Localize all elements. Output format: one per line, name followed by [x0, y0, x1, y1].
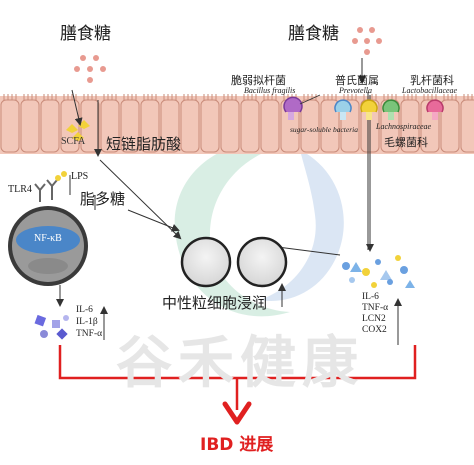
- lps-molecule-icon: [55, 171, 67, 181]
- sugar-soluble-label: sugar-soluble bacteria: [290, 125, 358, 134]
- bacteria-latin-2: Lactobacillaceae: [402, 86, 458, 95]
- bacteria-label-0: 脆弱拟杆菌: [231, 74, 286, 87]
- left-cytokine-molecules: [34, 314, 69, 340]
- left-sugar-dots: [74, 55, 106, 83]
- bacillus-pointer: [299, 94, 321, 105]
- bacteria-label-2: 乳杆菌科: [410, 74, 454, 87]
- bacteria-latin-0: Bacillus fragilis: [244, 86, 296, 95]
- epithelial-cell: [440, 99, 460, 153]
- epithelial-cell: [460, 99, 474, 153]
- diet-to-scfa-arrow: [71, 89, 83, 126]
- scfa-text: 短链脂肪酸: [106, 135, 182, 153]
- epithelial-cell: [180, 99, 200, 153]
- lachno-zh: 毛螺菌科: [384, 136, 428, 149]
- right-sugar-dots: [352, 27, 382, 55]
- right-cytokine-1: TNF-α: [362, 303, 389, 313]
- ibd-arrowhead: [222, 401, 252, 425]
- right-cytokine-2: LCN2: [362, 314, 386, 324]
- left-cytokine-2: TNF-α: [76, 329, 103, 339]
- tlr4-label: TLR4: [8, 184, 32, 195]
- prevotella-icon: [334, 99, 352, 120]
- neutrophil-label: 中性粒细胞浸润: [162, 294, 268, 312]
- bacteroides-fragilis-icon: [283, 96, 303, 120]
- scfa-molecules: [66, 120, 90, 141]
- intestinal-epithelium: [0, 94, 474, 154]
- right-diet-label: 膳食糖: [288, 24, 339, 44]
- epithelial-cell: [40, 99, 60, 153]
- scfa-label: SCFA: [61, 136, 86, 147]
- ibd-progression-label: IBD 进展: [200, 435, 274, 455]
- right-cytokine-molecules: [342, 255, 415, 288]
- nfkb-label: NF-κB: [34, 233, 62, 244]
- epithelial-cell: [220, 99, 240, 153]
- ibd-convergence-lines: [58, 345, 417, 410]
- bacteria-label-1: 普氏菌属: [335, 74, 379, 87]
- epithelial-cell: [100, 99, 120, 153]
- epithelial-cell: [300, 99, 320, 153]
- epithelial-cell: [320, 99, 340, 153]
- bacteria-latin-1: Prevotella: [339, 86, 373, 95]
- epithelial-cell: [0, 99, 20, 153]
- left-diet-label: 膳食糖: [60, 24, 111, 44]
- left-cytokine-1: IL-1β: [76, 317, 98, 327]
- lps-label: LPS: [71, 171, 89, 182]
- watermark-logo: [174, 141, 344, 317]
- lachnospiraceae-icon: [382, 99, 400, 120]
- watermark-text: 谷禾健康: [116, 331, 364, 396]
- right-cytokine-3: COX2: [362, 325, 387, 335]
- left-cytokine-0: IL-6: [76, 305, 93, 315]
- lachno-latin: Lachnospiraceae: [376, 122, 432, 131]
- tlr4-receptor-icon: [34, 179, 58, 202]
- epithelial-cell: [20, 99, 40, 153]
- lps-text: 脂多糖: [80, 190, 126, 208]
- neutrophil-cells: [180, 236, 288, 288]
- epithelial-cell: [140, 99, 160, 153]
- epithelial-cell: [260, 99, 280, 153]
- epithelial-cell: [120, 99, 140, 153]
- lactobacillaceae-icon: [426, 99, 444, 120]
- left-cytokine-list: IL-6 IL-1β TNF-α: [76, 304, 102, 340]
- lps-to-neutrophil-arrow: [127, 209, 180, 232]
- epithelial-cell: [240, 99, 260, 153]
- epithelial-cell: [200, 99, 220, 153]
- epithelial-cell: [160, 99, 180, 153]
- sugar-bacteria-icon: [360, 99, 378, 120]
- right-cytokine-list: IL-6 TNF-α LCN2 COX2: [362, 292, 388, 336]
- epithelial-cell: [400, 99, 420, 153]
- immune-cell: [8, 206, 88, 286]
- right-cytokine-0: IL-6: [362, 292, 379, 302]
